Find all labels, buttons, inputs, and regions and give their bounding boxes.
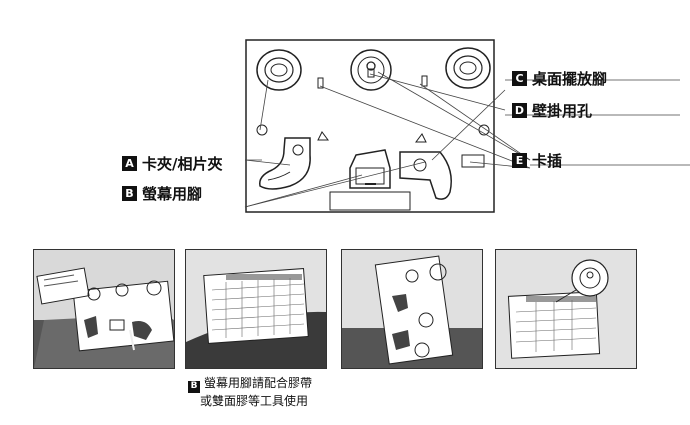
oval-clip-left	[256, 49, 302, 91]
panel-illustration	[342, 250, 482, 368]
wall-hanging-hole	[350, 49, 392, 91]
usage-panel-card-clip	[33, 249, 175, 369]
card-clip-piece	[259, 137, 311, 190]
panel-illustration	[34, 250, 174, 368]
label-card-clip: A 卡夾/相片夾	[122, 153, 222, 174]
label-card-slot: E 卡插	[512, 150, 562, 171]
monitor-foot-piece	[349, 149, 391, 189]
usage-panel-monitor	[185, 249, 327, 369]
panel-illustration	[186, 250, 326, 368]
oval-clip-right	[445, 47, 491, 89]
main-board-diagram	[244, 39, 690, 213]
desktop-stand-piece	[399, 151, 452, 200]
label-monitor-foot: B 螢幕用腳	[122, 183, 202, 204]
note-line-2: 或雙面膠等工具使用	[200, 393, 309, 408]
usage-panel-wall-hang	[495, 249, 637, 369]
label-wall-hole: D 壁掛用孔	[512, 100, 592, 121]
usage-panel-desk-stand	[341, 249, 483, 369]
label-desktop-stand: C 桌面擺放腳	[512, 68, 607, 89]
leader-lines	[244, 71, 690, 208]
panel-illustration	[496, 250, 636, 368]
